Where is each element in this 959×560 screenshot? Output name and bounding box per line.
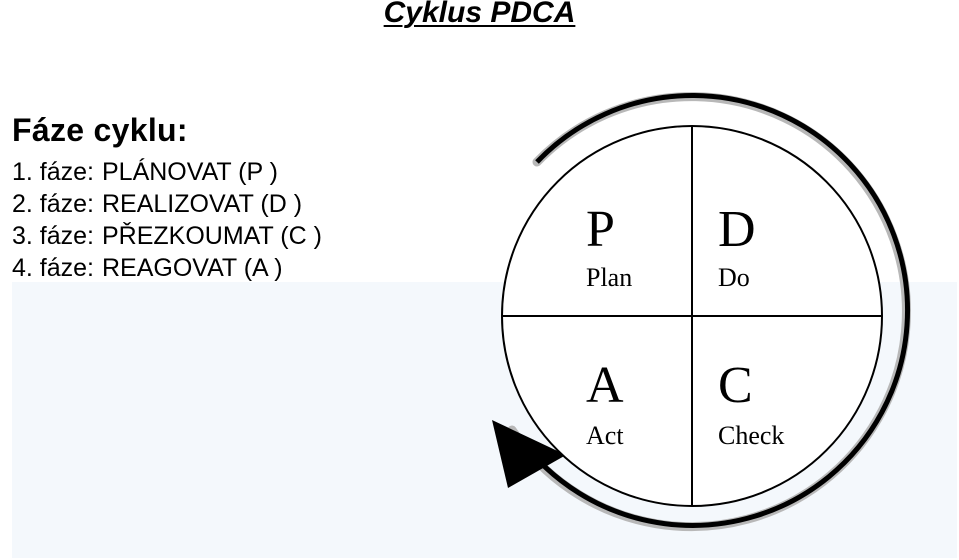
phase-name: PŘEZKOUMAT (C ) [102, 222, 322, 250]
phase-item-plan: 1. fáze: PLÁNOVAT (P ) [12, 156, 482, 188]
phase-list-section: Fáze cyklu: 1. fáze: PLÁNOVAT (P ) 2. fá… [12, 110, 482, 284]
quadrant-act-label: Act [586, 421, 624, 450]
phase-number: 1. fáze: [12, 158, 94, 186]
phase-name: REAGOVAT (A ) [102, 254, 283, 282]
phase-list: 1. fáze: PLÁNOVAT (P ) 2. fáze: REALIZOV… [12, 156, 482, 284]
phase-item-check: 3. fáze: PŘEZKOUMAT (C ) [12, 220, 482, 252]
pdca-cycle-svg: P Plan D Do A Act C Check [492, 92, 911, 532]
quadrant-check-letter: C [718, 357, 753, 414]
phase-name: REALIZOVAT (D ) [102, 190, 303, 218]
phase-item-do: 2. fáze: REALIZOVAT (D ) [12, 188, 482, 220]
quadrant-do-label: Do [718, 263, 750, 292]
phase-number: 2. fáze: [12, 190, 94, 218]
quadrant-check-label: Check [718, 421, 784, 450]
phases-heading: Fáze cyklu: [12, 112, 188, 148]
phase-number: 3. fáze: [12, 222, 94, 250]
quadrant-do-letter: D [718, 201, 756, 258]
quadrant-act-letter: A [586, 357, 624, 414]
phase-item-act: 4. fáze: REAGOVAT (A ) [12, 252, 482, 284]
phase-name: PLÁNOVAT (P ) [102, 158, 278, 186]
quadrant-plan-label: Plan [586, 263, 632, 292]
pdca-cycle-diagram: P Plan D Do A Act C Check [480, 90, 920, 550]
quadrant-plan-letter: P [586, 201, 615, 258]
page-title: Cyklus PDCA [383, 0, 576, 29]
cycle-arrow-arc [515, 92, 911, 528]
cycle-arrowhead-icon [492, 420, 566, 488]
phase-number: 4. fáze: [12, 254, 94, 282]
